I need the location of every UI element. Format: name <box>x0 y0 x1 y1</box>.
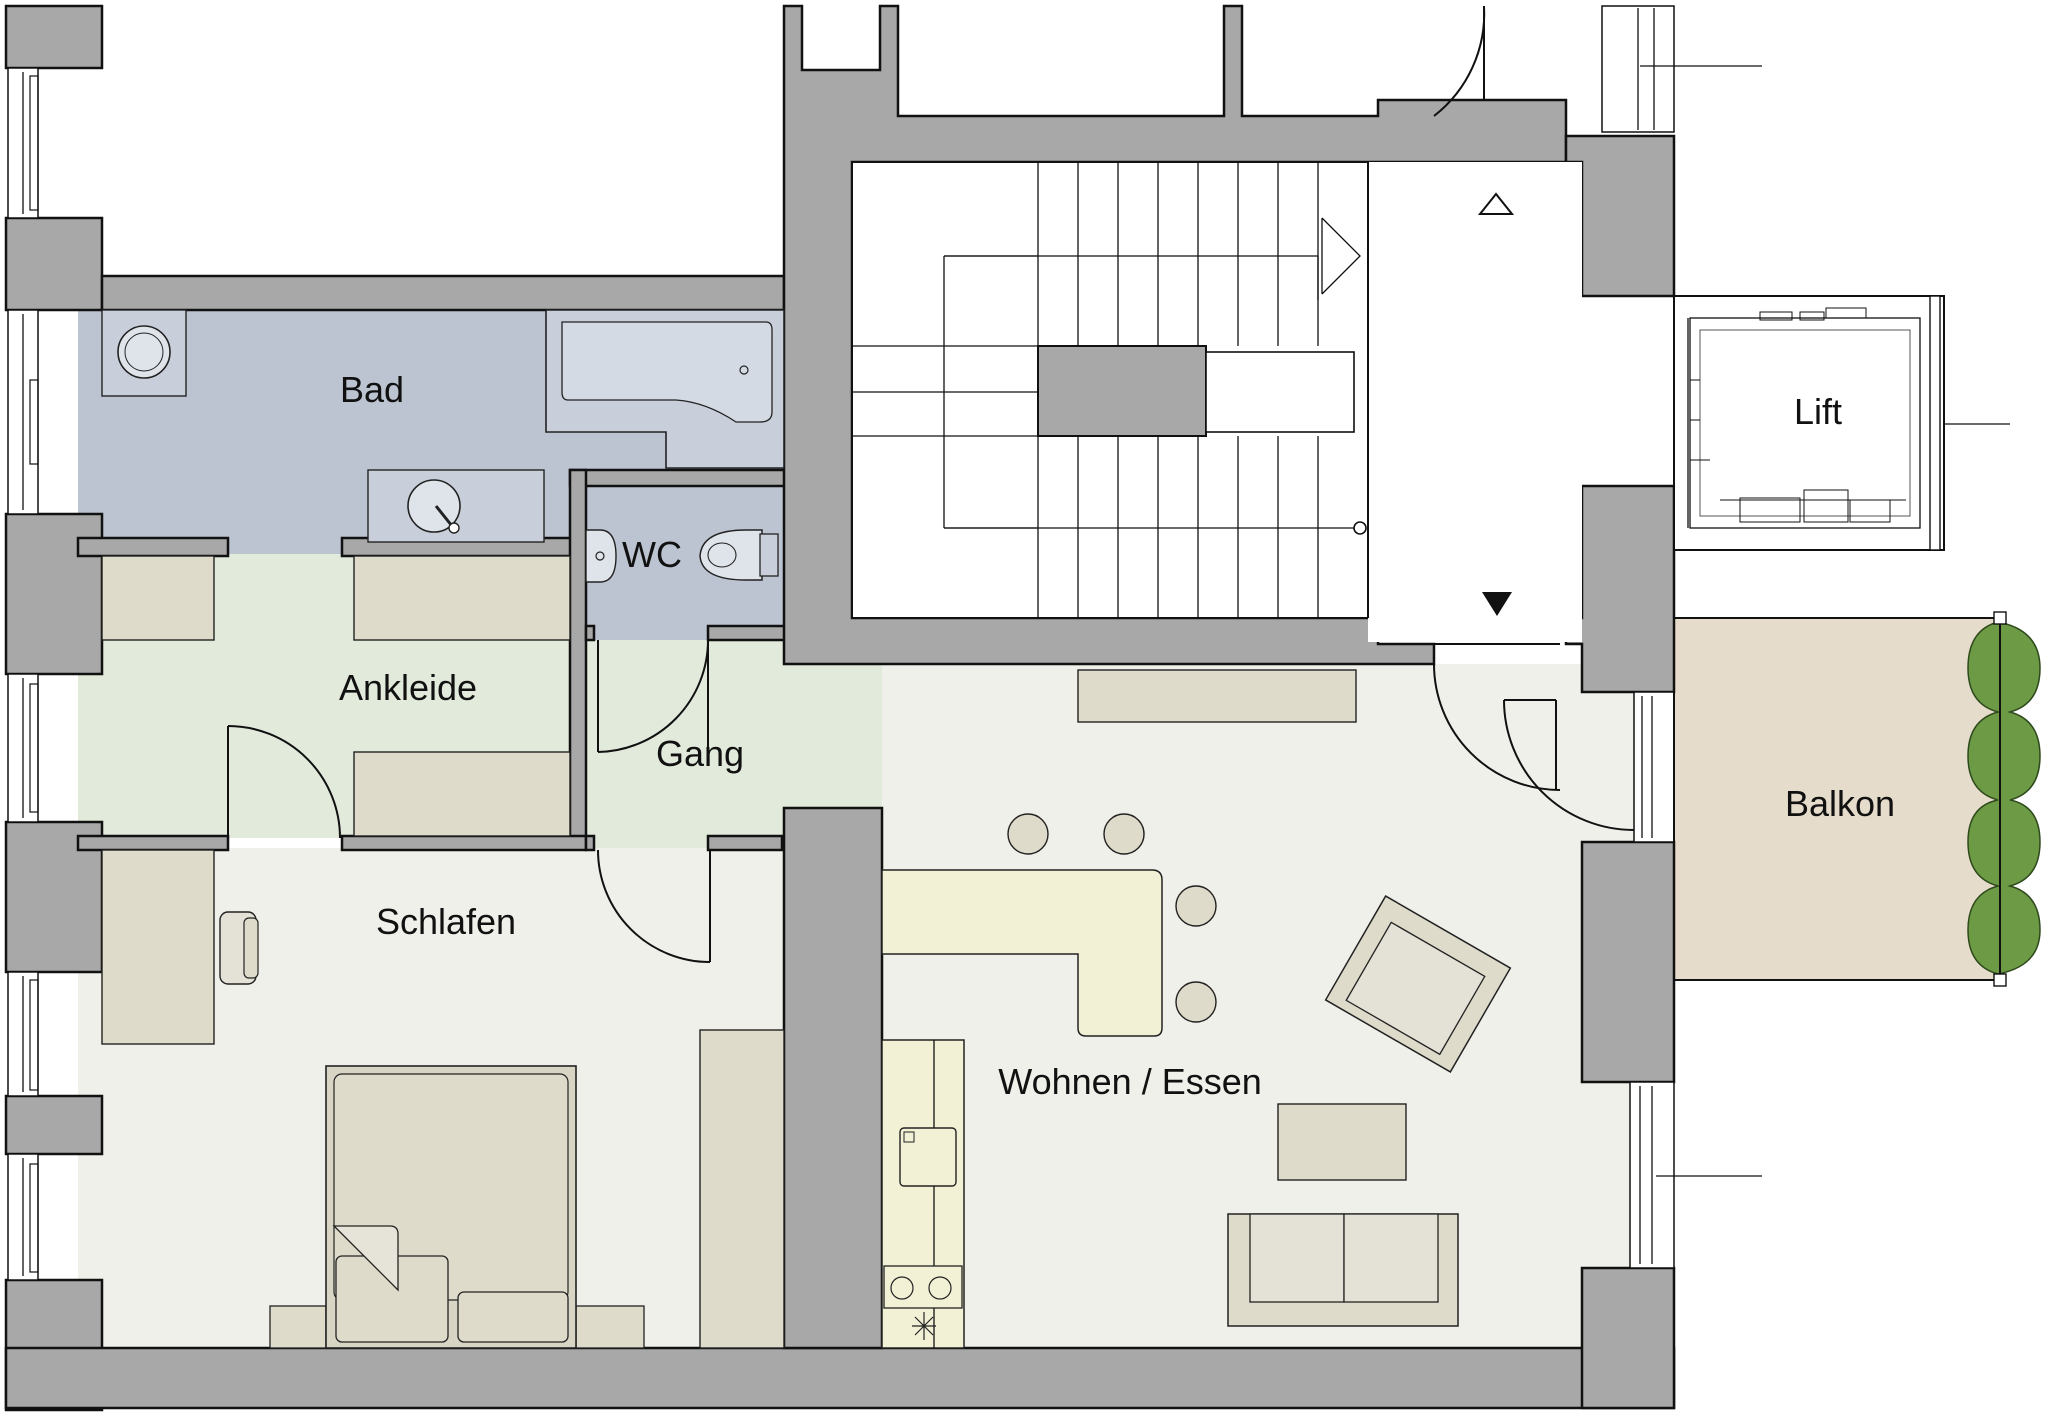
window-right-lower <box>1629 1081 1762 1269</box>
wardrobe-upper-right <box>353 555 571 641</box>
dressing-furniture <box>101 555 571 837</box>
room-label-gang: Gang <box>656 733 744 774</box>
toilet-tank <box>759 533 779 577</box>
lift-machinery <box>1690 307 1906 523</box>
wc-fixtures <box>585 529 779 583</box>
stool <box>1007 813 1049 855</box>
bedroom-furniture <box>101 849 785 1349</box>
wall <box>4 216 104 312</box>
wardrobe-left <box>101 555 215 641</box>
bathtub-basin <box>561 321 773 423</box>
living-furniture <box>881 669 1512 1349</box>
wall <box>100 274 786 312</box>
stool <box>1175 981 1217 1023</box>
doors <box>227 5 1635 963</box>
wall <box>1564 484 1676 694</box>
door-wc <box>597 639 709 753</box>
room-label-schlafen: Schlafen <box>376 901 516 942</box>
wall <box>1580 1266 1676 1410</box>
room-label-wc: WC <box>622 534 682 575</box>
stair-well <box>1037 345 1207 437</box>
stair-start-marker <box>1353 521 1367 535</box>
wall <box>1564 134 1676 298</box>
kitchen-counter <box>881 1039 965 1349</box>
lift <box>1673 295 2010 551</box>
stair-landing-lines <box>852 255 1360 529</box>
window-left-3 <box>7 673 39 823</box>
wall <box>782 4 1568 666</box>
bathtub-drain <box>739 365 749 375</box>
balcony <box>1673 611 2041 987</box>
door-apartment-entrance <box>1433 643 1561 791</box>
walls <box>4 4 1676 1412</box>
bath-fixtures <box>101 309 785 543</box>
sofa <box>1227 1213 1459 1327</box>
bedside-table-right <box>575 1305 645 1349</box>
wall <box>4 1094 104 1156</box>
wall <box>568 468 788 488</box>
floor-balkon <box>1674 618 1998 980</box>
planter <box>1967 611 2041 987</box>
room-label-bad: Bad <box>340 369 404 410</box>
armchair <box>1324 895 1512 1073</box>
stair-handrail <box>1205 351 1355 433</box>
door-balcony-swing <box>1503 699 1635 831</box>
kitchen-sink <box>899 1127 957 1187</box>
wall <box>568 468 588 842</box>
fan-icon <box>912 1312 936 1340</box>
windows <box>7 5 1762 1281</box>
wall <box>584 624 596 642</box>
wall <box>706 834 784 852</box>
stool <box>1103 813 1145 855</box>
room-label-wohnen: Wohnen / Essen <box>998 1061 1262 1102</box>
sideboard <box>1077 669 1357 723</box>
balcony-door <box>1633 691 1675 843</box>
wall <box>4 1346 1676 1410</box>
stair-direction-arrow <box>1321 217 1361 295</box>
wall <box>340 834 588 852</box>
stool <box>1175 885 1217 927</box>
wall <box>706 624 788 642</box>
staircase <box>851 161 1582 642</box>
wall <box>76 536 230 558</box>
wall <box>4 512 104 676</box>
door-schlafen <box>597 849 711 963</box>
window-left-4 <box>7 971 39 1097</box>
wardrobe-schlafen <box>699 1029 785 1349</box>
cooktop <box>883 1265 963 1309</box>
down-triangle-icon <box>1482 592 1512 616</box>
window-left-5 <box>7 1153 39 1281</box>
faucet <box>434 505 454 527</box>
desk <box>101 849 215 1045</box>
window-left-2 <box>7 309 39 515</box>
wall <box>76 834 230 852</box>
up-triangle-icon <box>1477 192 1515 215</box>
room-labels: Bad WC Ankleide Gang Schlafen Wohnen / E… <box>339 369 1895 1102</box>
stair-treads-upper <box>1037 162 1319 346</box>
stair-treads-lower <box>1037 436 1319 618</box>
bedside-table-left <box>269 1305 327 1349</box>
wall <box>4 4 104 70</box>
washing-machine-drum <box>117 325 171 379</box>
window-left-1 <box>7 67 39 219</box>
pillow-right <box>457 1291 569 1343</box>
wall <box>782 806 884 1350</box>
bar-stools <box>1007 813 1217 1023</box>
wc-handbasin <box>585 529 617 583</box>
toilet <box>699 529 763 581</box>
room-label-lift: Lift <box>1794 391 1842 432</box>
window-right-top <box>1601 5 1762 133</box>
coffee-table <box>1277 1103 1407 1181</box>
room-label-ankleide: Ankleide <box>339 667 477 708</box>
wall <box>584 834 596 852</box>
door-ankleide <box>227 725 341 839</box>
kitchen-island <box>881 869 1163 1037</box>
wall <box>1580 840 1676 1084</box>
blanket-fold <box>332 1225 399 1292</box>
door-entrance-top <box>1433 5 1486 117</box>
room-label-balkon: Balkon <box>1785 783 1895 824</box>
wardrobe-lower-right <box>353 751 571 837</box>
